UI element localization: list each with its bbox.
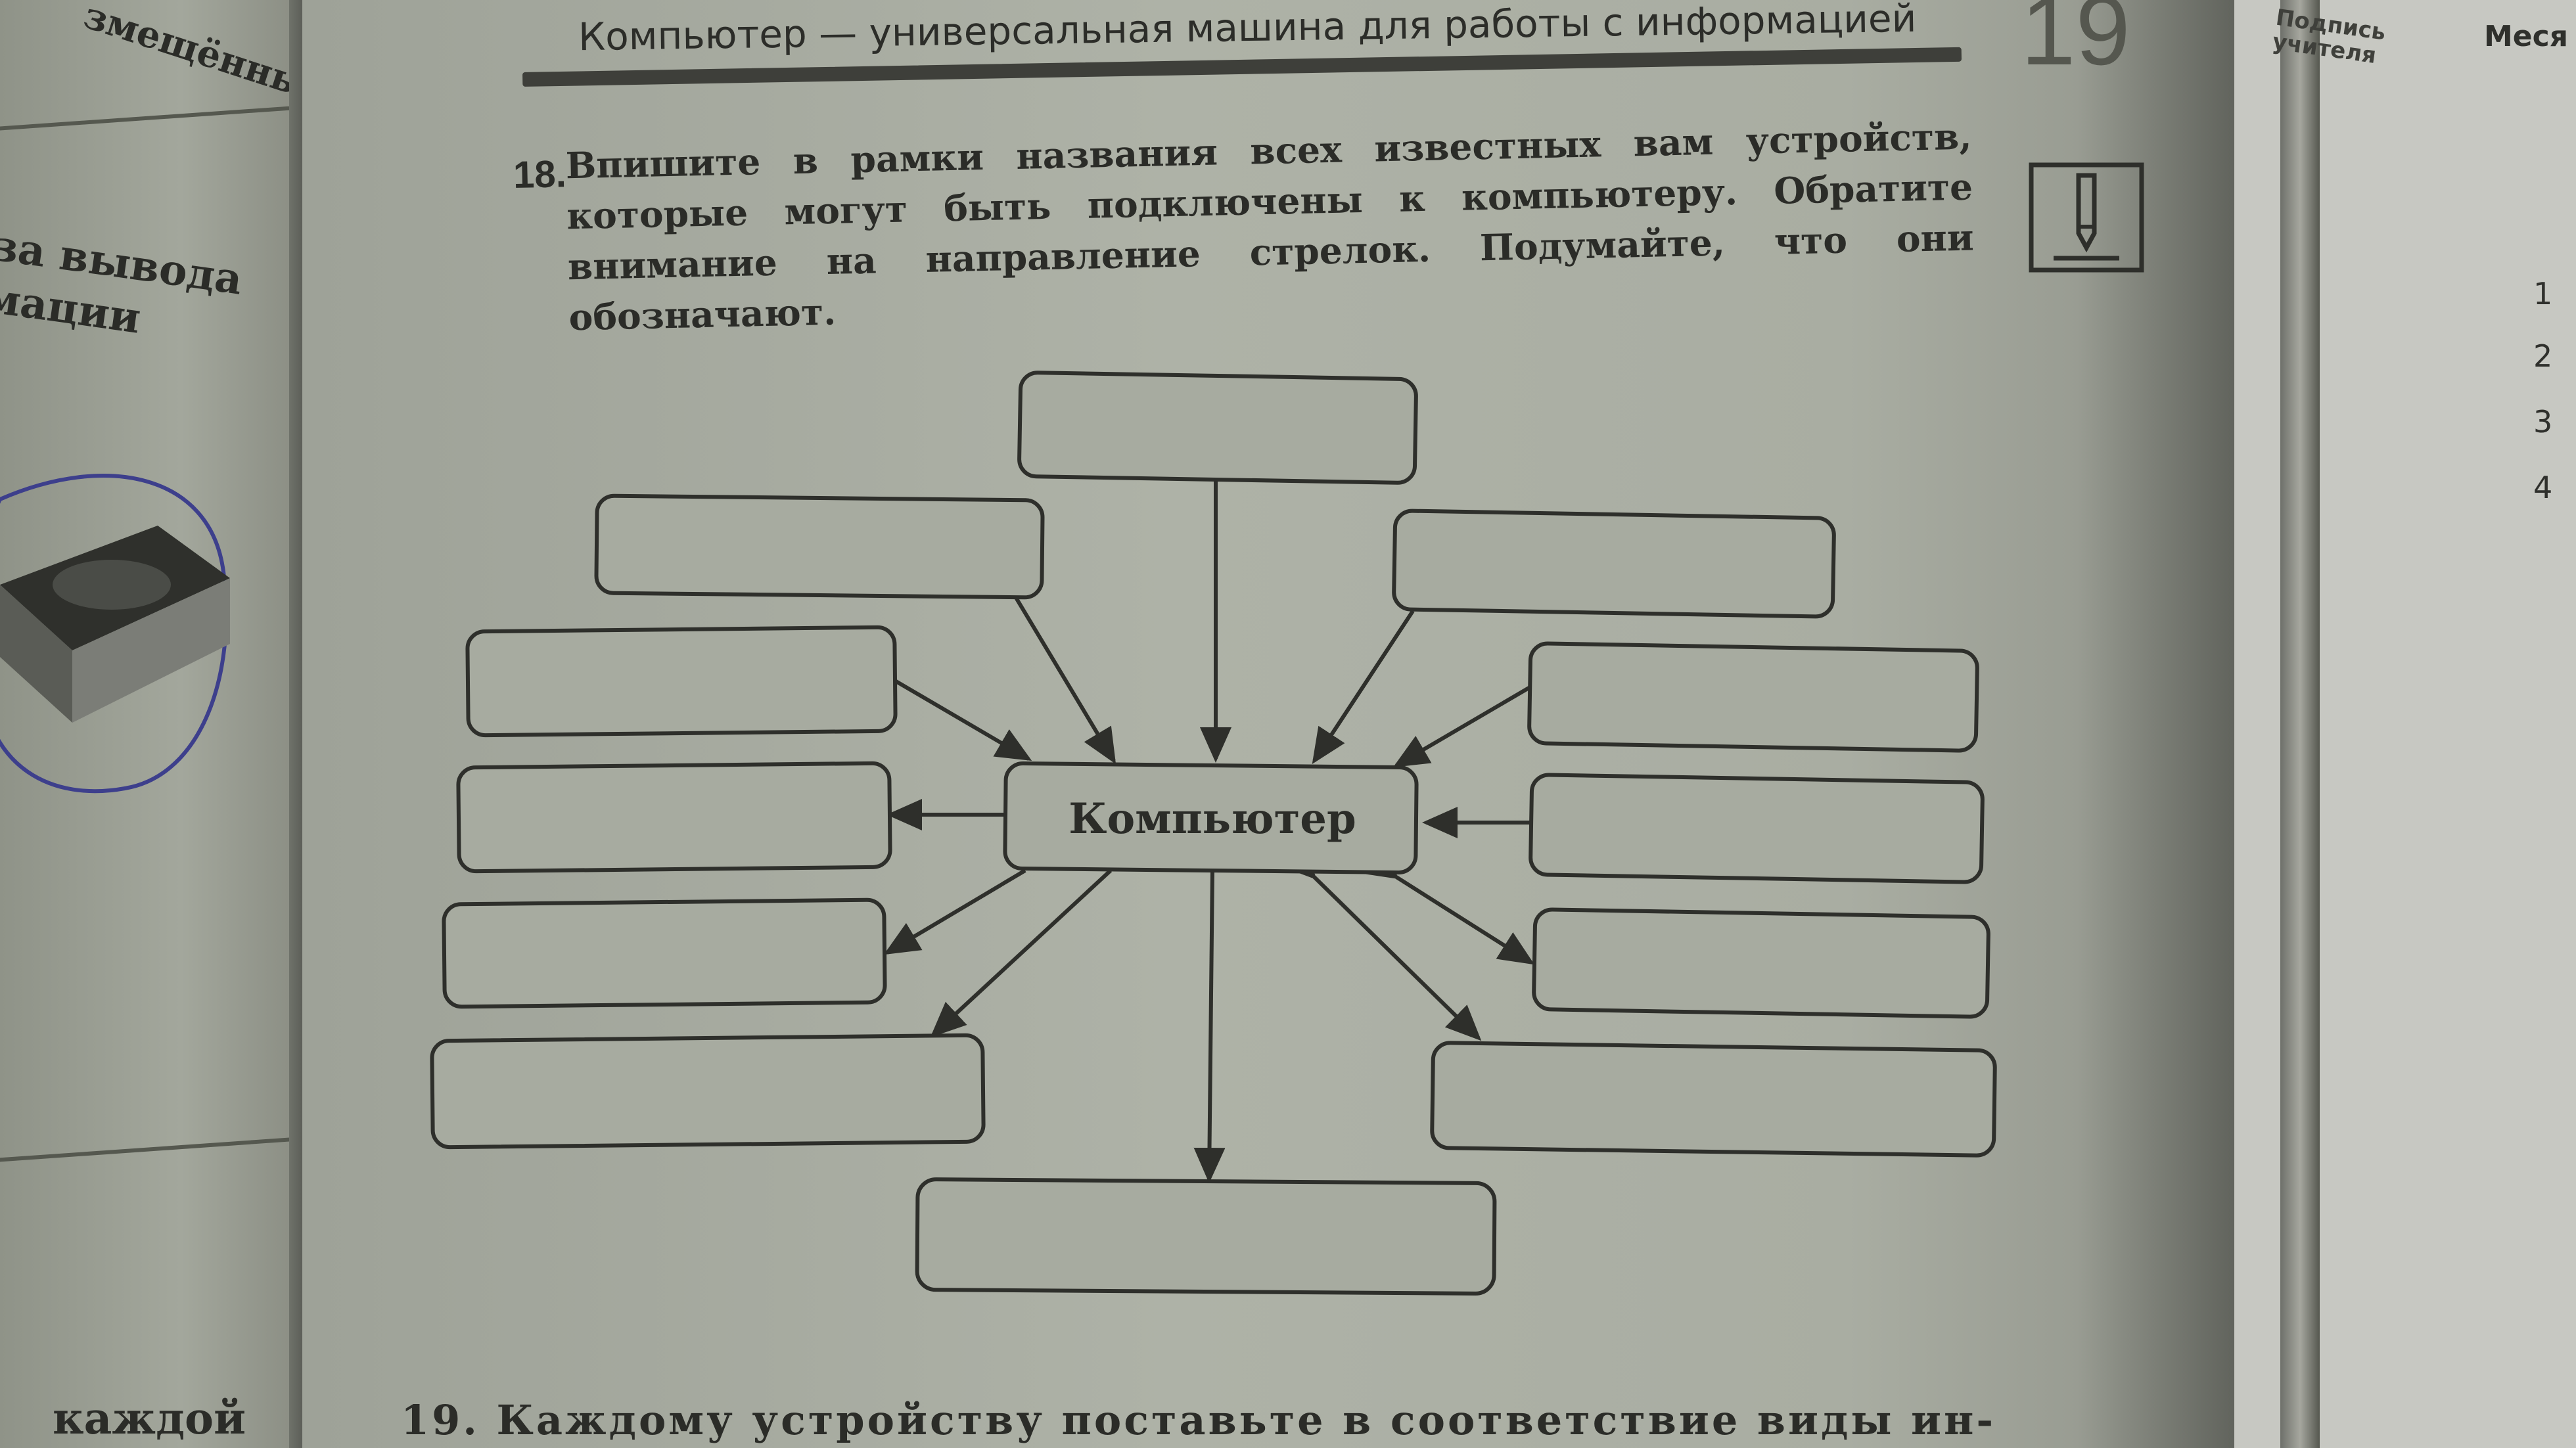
computer-label: Компьютер [1069,794,1356,844]
diagram-arrows [883,478,1535,1183]
device-box-left-2[interactable] [456,761,892,874]
device-box-left-3[interactable] [442,897,887,1009]
printer-illustration [0,474,230,794]
page-number: 19 [2021,0,2130,85]
arrow-left-3 [883,869,1026,955]
next-task-text: 19. Каждому устройству поставьте в соотв… [401,1396,1996,1444]
arrow-lower-right [1280,844,1482,1041]
device-box-right-1[interactable] [1527,641,1979,753]
device-box-right-3[interactable] [1532,907,1990,1019]
device-box-upper-right[interactable] [1392,509,1836,619]
notebook-margin [2280,0,2320,1448]
arrow-upper-left [1013,595,1116,765]
arrow-lower-left [930,869,1113,1038]
notebook-row-number: 3 [2533,404,2553,440]
left-page: змещённые в за вывода мации каждой [0,0,302,1448]
notebook-row-number: 1 [2533,276,2553,311]
left-page-bottom-word: каждой [53,1393,246,1444]
device-box-lower-left[interactable] [430,1033,986,1150]
device-box-left-1[interactable] [465,625,898,738]
device-box-lower-right[interactable] [1430,1041,1997,1158]
arrow-bottom [1193,870,1226,1183]
device-box-right-2[interactable] [1529,773,1985,884]
computer-box [1003,761,1419,875]
device-box-top[interactable] [1017,371,1418,485]
notebook-row-number: 2 [2533,338,2553,374]
device-boxes [430,371,1997,1296]
notebook-row-number: 4 [2533,470,2553,505]
pencil-icon [2029,162,2144,273]
computer-node: Компьютер [1003,761,1419,875]
arrow-left-1 [892,678,1032,761]
arrow-right-3 [1361,847,1535,965]
device-box-upper-left[interactable] [594,493,1045,600]
device-box-bottom[interactable] [915,1177,1497,1296]
notebook-month-label: Меся [2484,20,2568,53]
arrow-upper-right [1312,610,1415,765]
arrow-right-1 [1392,685,1532,768]
